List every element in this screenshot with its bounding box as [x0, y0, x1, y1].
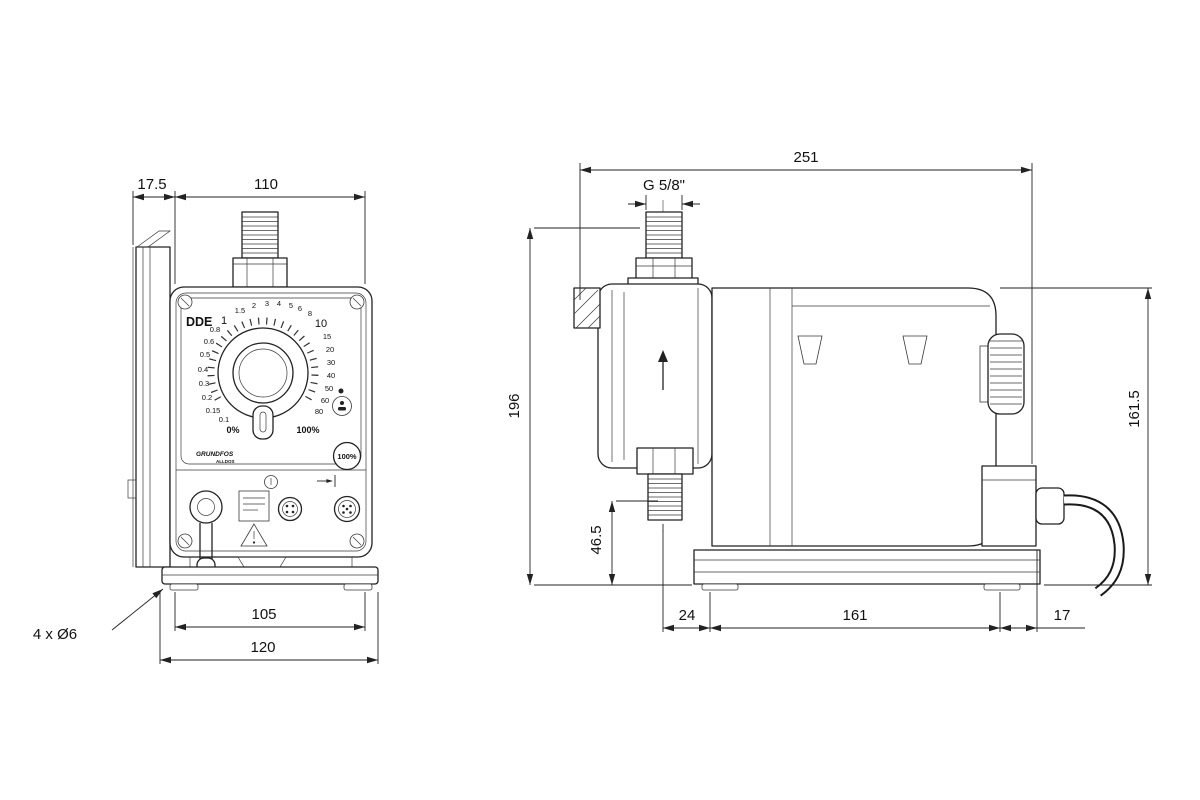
dial-number: 4 [277, 299, 281, 308]
dial-number: 0.15 [206, 406, 221, 415]
bus-connector[interactable] [333, 495, 361, 523]
hand-icon [338, 407, 346, 411]
vent-valve [573, 287, 601, 329]
dial-number: 0.4 [198, 365, 208, 374]
dial-number: 3 [265, 299, 269, 308]
brand-logo: GRUNDFOS [196, 451, 234, 458]
dim-body-height: 161.5 [1126, 390, 1143, 428]
dial-number: 0.5 [200, 350, 210, 359]
model-label: DDE [186, 315, 212, 329]
warning-triangle-icon [240, 523, 268, 547]
status-led [338, 388, 344, 394]
drain-connector [189, 490, 223, 524]
clamp [797, 335, 823, 365]
dim-head-overhang: 24 [679, 607, 696, 624]
signal-connector[interactable] [277, 496, 303, 522]
dial-number: 20 [326, 345, 334, 354]
dial-number: 0.6 [204, 337, 214, 346]
dim-outlet-height: 46.5 [588, 525, 605, 554]
dial-number: 1 [221, 315, 227, 327]
dim-thread-size: G 5/8" [643, 177, 685, 194]
dial-number: 0.3 [199, 379, 209, 388]
dim-total-depth: 251 [793, 149, 818, 166]
dial-number: 30 [327, 358, 335, 367]
dial-number: 60 [321, 396, 329, 405]
foot [169, 583, 199, 591]
foot [343, 583, 373, 591]
flow-arrow-icon [658, 350, 668, 390]
cable-gland [1035, 487, 1065, 525]
side-top-connection [635, 211, 693, 285]
dial-number: 80 [315, 407, 323, 416]
front-top-connection [232, 211, 288, 288]
dial-number: 15 [323, 332, 331, 341]
side-base [693, 549, 1041, 591]
dial-scale: 0.8 0.6 0.5 0.4 0.3 0.2 0.15 0.1 1 1.5 2… [198, 299, 335, 435]
wall-bracket [127, 230, 172, 568]
rating-label [238, 490, 270, 522]
dial-number: 0.1 [219, 415, 229, 424]
foot [983, 583, 1021, 591]
dial-min-label: 0% [226, 425, 239, 435]
control-dial[interactable] [207, 317, 319, 440]
dial-number: 5 [289, 301, 293, 310]
dial-number: 8 [308, 309, 312, 318]
dim-hole-spacing: 105 [251, 606, 276, 623]
boost-button-label: 100% [337, 452, 357, 461]
corner-screw-icon [177, 294, 365, 549]
dial-number: 6 [298, 304, 302, 313]
side-view [573, 200, 1125, 597]
dosing-head [573, 277, 713, 521]
dial-number: 50 [325, 384, 333, 393]
dial-number: 0.8 [210, 325, 220, 334]
dial-pointer[interactable] [252, 405, 274, 440]
front-view: DDE 0.8 0.6 0.5 0.4 0.3 0.2 0.15 0.1 1 1… [127, 211, 379, 591]
arrow-stop-icon [317, 475, 336, 487]
clamp [902, 335, 928, 365]
dim-front-width: 110 [254, 176, 278, 193]
connection-box [981, 465, 1125, 597]
foot [701, 583, 739, 591]
dial-number: 40 [327, 371, 335, 380]
brand-logo-sub: ALLDOS [216, 459, 235, 464]
dial-number: 10 [315, 318, 327, 330]
motor-housing [711, 287, 997, 547]
rear-knob[interactable] [979, 333, 1025, 415]
dial-number: 1.5 [235, 306, 245, 315]
boost-button[interactable]: 100% [332, 441, 362, 471]
dim-base-width: 120 [250, 639, 275, 656]
dial-max-label: 100% [296, 425, 319, 435]
gauge-icon [264, 475, 278, 489]
prime-button[interactable] [332, 396, 352, 416]
dial-number: 2 [252, 301, 256, 310]
dim-wall-offset: 17.5 [137, 176, 166, 193]
dial-number: 0.2 [202, 393, 212, 402]
dim-rear-overhang: 17 [1054, 607, 1071, 624]
front-base [161, 556, 379, 591]
dim-base-length: 161 [842, 607, 867, 624]
dim-total-height: 196 [506, 393, 523, 418]
dim-mounting-holes: 4 x Ø6 [33, 626, 77, 643]
hand-icon [340, 401, 344, 405]
dimension-annotations: 17.5 110 251 G 5/8" 196 161.5 [33, 149, 1152, 664]
